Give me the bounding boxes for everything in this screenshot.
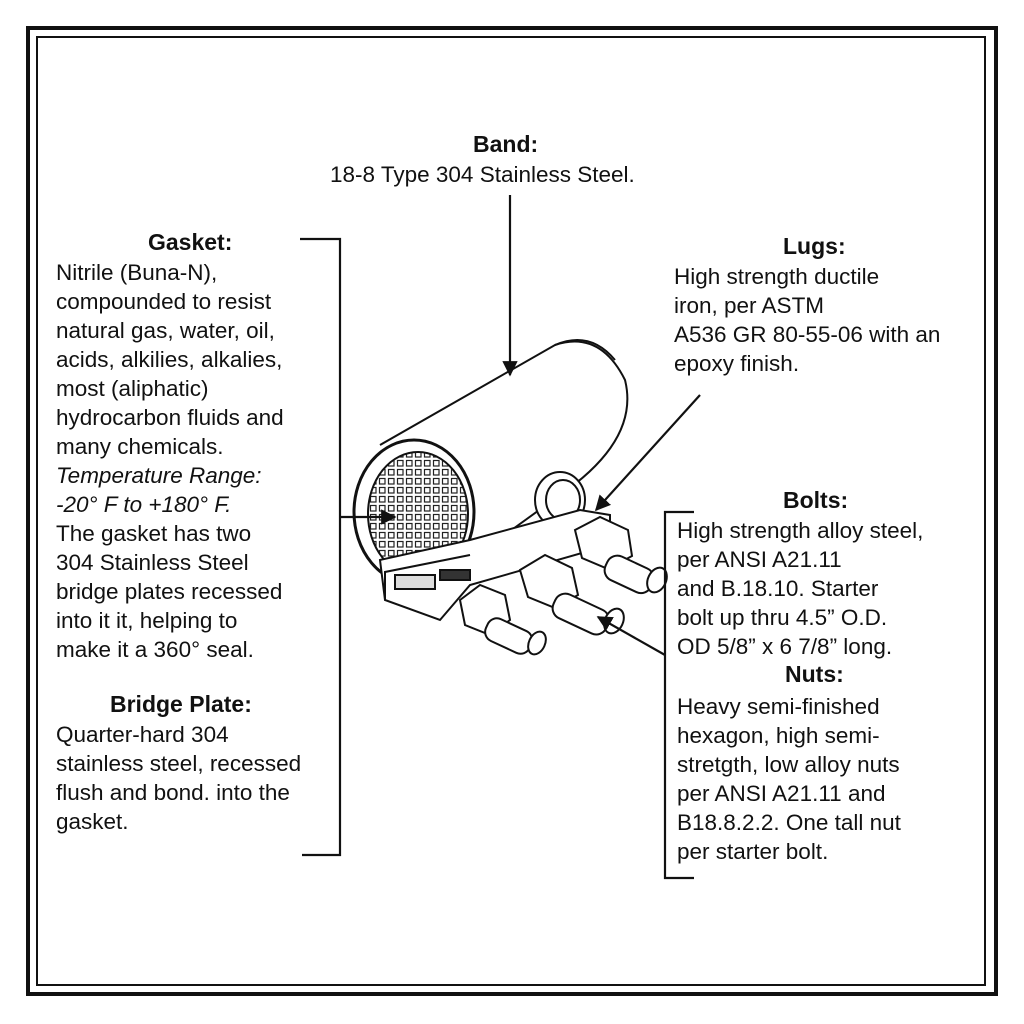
outer-frame: [26, 26, 998, 996]
bolts-line: OD 5/8” x 6 7/8” long.: [677, 634, 893, 659]
gasket-line: most (aliphatic): [56, 376, 209, 401]
gasket-line: 304 Stainless Steel: [56, 550, 249, 575]
bolts-line: per ANSI A21.11: [677, 547, 842, 572]
band-desc: 18-8 Type 304 Stainless Steel.: [330, 162, 635, 187]
gasket-line: Nitrile (Buna-N),: [56, 260, 218, 285]
gasket-line: acids, alkilies, alkalies,: [56, 347, 283, 372]
nuts-line: stretgth, low alloy nuts: [677, 752, 900, 777]
bolt-2: [518, 553, 625, 636]
nuts-line: Heavy semi-finished: [677, 694, 880, 719]
gasket-line: compounded to resist: [56, 289, 272, 314]
callout-lines: [300, 195, 701, 880]
bolt-1: [458, 583, 547, 656]
bridge-plate-heading: Bridge Plate:: [110, 691, 252, 717]
gasket-temp-range: -20° F to +180° F.: [56, 492, 232, 517]
bolts-line: High strength alloy steel,: [677, 518, 924, 543]
nuts-line: B18.8.2.2. One tall nut: [677, 810, 901, 835]
gasket-line: into it it, helping to: [56, 608, 238, 633]
nuts-line: per starter bolt.: [677, 839, 829, 864]
bridge-plate-line: gasket.: [56, 809, 129, 834]
lugs-line: A536 GR 80-55-06 with an: [674, 322, 941, 347]
bolts-arrow: [596, 616, 666, 656]
lug-base: [378, 508, 611, 622]
inner-frame: [36, 36, 986, 986]
gasket-line: natural gas, water, oil,: [56, 318, 275, 343]
bridge-plate-line: stainless steel, recessed: [56, 751, 302, 776]
lugs-line: iron, per ASTM: [674, 293, 825, 318]
nuts-line: per ANSI A21.11 and: [677, 781, 886, 806]
lugs-arrow: [594, 394, 701, 512]
left-bracket: [300, 237, 342, 857]
gasket-line: bridge plates recessed: [56, 579, 283, 604]
bolts-line: and B.18.10. Starter: [677, 576, 879, 601]
bolts-heading: Bolts:: [783, 487, 849, 513]
bridge-plate-line: flush and bond. into the: [56, 780, 290, 805]
nuts-heading: Nuts:: [785, 661, 844, 687]
gasket-line: make it a 360° seal.: [56, 637, 254, 662]
lugs-line: epoxy finish.: [674, 351, 800, 376]
lugs-heading: Lugs:: [783, 233, 846, 259]
bolt-3: [573, 515, 668, 595]
right-bracket: [663, 510, 694, 880]
gasket-heading: Gasket:: [148, 229, 233, 255]
gasket-line: many chemicals.: [56, 434, 224, 459]
gasket-line: The gasket has two: [56, 521, 252, 546]
gasket-line: hydrocarbon fluids and: [56, 405, 284, 430]
gasket-temp-label: Temperature Range:: [56, 463, 262, 488]
bridge-plate-line: Quarter-hard 304: [56, 722, 229, 747]
bolts-line: bolt up thru 4.5” O.D.: [677, 605, 888, 630]
lugs-line: High strength ductile: [674, 264, 880, 289]
band-heading: Band:: [473, 131, 539, 157]
nuts-line: hexagon, high semi-: [677, 723, 880, 748]
